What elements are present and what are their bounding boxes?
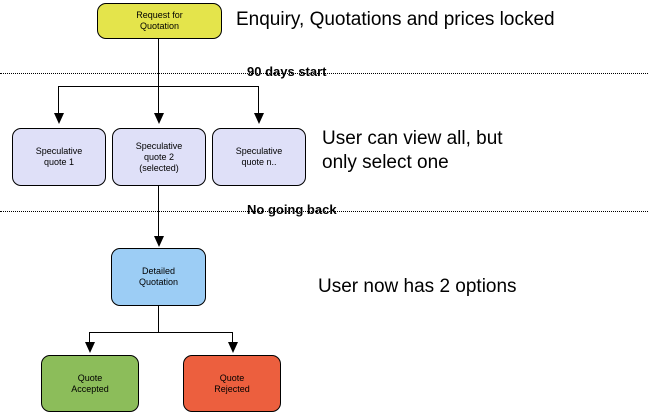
- node-speculative-quote-n[interactable]: Speculative quote n..: [212, 128, 306, 186]
- divider-line-no-going-back: [0, 211, 648, 212]
- node-label-speculative-quote-n: Speculative quote n..: [235, 146, 283, 167]
- connector-detailed-stem: [158, 306, 159, 333]
- arrowhead-to-quote-rejected: [228, 342, 238, 353]
- arrowhead-to-quote-accepted: [85, 342, 95, 353]
- connector-branch-accepted: [89, 332, 90, 343]
- connector-fanout-bar-bottom: [89, 332, 233, 333]
- node-label-request-for-quotation: Request for Quotation: [136, 10, 183, 31]
- node-detailed-quotation[interactable]: Detailed Quotation: [111, 248, 206, 306]
- annotation-two-options: User now has 2 options: [318, 276, 517, 297]
- node-label-detailed-quotation: Detailed Quotation: [138, 266, 179, 287]
- annotation-view-all-select-one: User can view all, but only select one: [322, 128, 503, 173]
- annotation-enquiry-locked: Enquiry, Quotations and prices locked: [236, 9, 555, 30]
- arrowhead-to-speculative-quote-2: [154, 113, 164, 124]
- connector-branch-right: [258, 86, 259, 114]
- node-quote-accepted[interactable]: Quote Accepted: [41, 355, 139, 412]
- connector-quote2-to-detailed: [158, 186, 159, 237]
- node-label-quote-rejected: Quote Rejected: [214, 372, 250, 394]
- node-label-speculative-quote-2: Speculative quote 2 (selected): [135, 140, 183, 173]
- node-label-speculative-quote-1: Speculative quote 1: [35, 146, 83, 167]
- arrowhead-to-detailed-quotation: [154, 236, 164, 247]
- node-quote-rejected[interactable]: Quote Rejected: [183, 355, 281, 412]
- node-speculative-quote-1[interactable]: Speculative quote 1: [12, 128, 106, 186]
- node-request-for-quotation[interactable]: Request for Quotation: [97, 3, 222, 39]
- arrowhead-to-speculative-quote-n: [254, 113, 264, 124]
- divider-label-ninety-days-start: 90 days start: [247, 64, 327, 79]
- node-speculative-quote-2[interactable]: Speculative quote 2 (selected): [112, 128, 206, 186]
- connector-rfq-stem: [158, 39, 159, 87]
- connector-branch-left: [58, 86, 59, 114]
- node-label-quote-accepted: Quote Accepted: [71, 372, 109, 394]
- arrowhead-to-speculative-quote-1: [54, 113, 64, 124]
- divider-line-ninety-days-start: [0, 73, 648, 74]
- connector-branch-middle: [158, 86, 159, 114]
- connector-branch-rejected: [232, 332, 233, 343]
- divider-label-no-going-back: No going back: [247, 202, 337, 217]
